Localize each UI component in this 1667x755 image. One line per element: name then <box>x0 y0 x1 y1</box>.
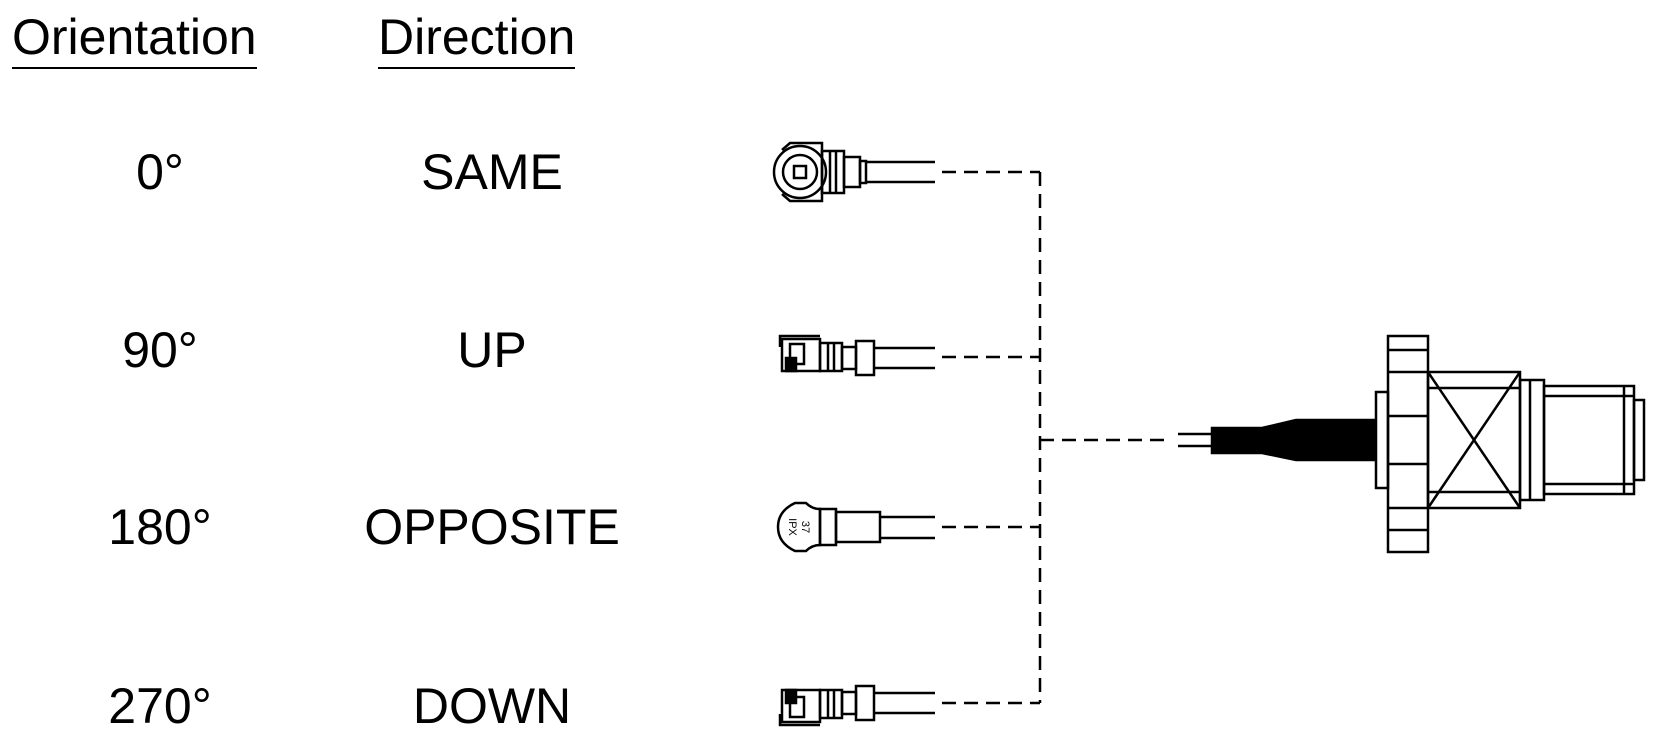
dashed-connection-lines <box>942 170 1170 705</box>
orientation-header: Orientation <box>12 12 257 69</box>
direction-value-row-4: DOWN <box>412 678 572 734</box>
connector-marking-number: 37 <box>799 521 811 533</box>
connector-opposite-icon <box>776 501 935 553</box>
orientation-value-row-3: 180° <box>108 499 212 555</box>
orientation-value-row-1: 0° <box>136 144 184 200</box>
connector-up-icon <box>778 334 935 377</box>
direction-header: Direction <box>378 12 576 69</box>
connector-marking-brand: IPX <box>786 518 798 536</box>
direction-value-row-3: OPPOSITE <box>364 499 620 555</box>
direction-value-row-2: UP <box>457 322 527 378</box>
orientation-value-row-2: 90° <box>122 322 198 378</box>
bulkhead-connector-icon <box>1178 334 1646 554</box>
orientation-value-row-4: 270° <box>108 678 212 734</box>
connector-same-icon <box>772 141 935 203</box>
direction-value-row-1: SAME <box>421 144 563 200</box>
connector-down-icon <box>778 684 935 727</box>
